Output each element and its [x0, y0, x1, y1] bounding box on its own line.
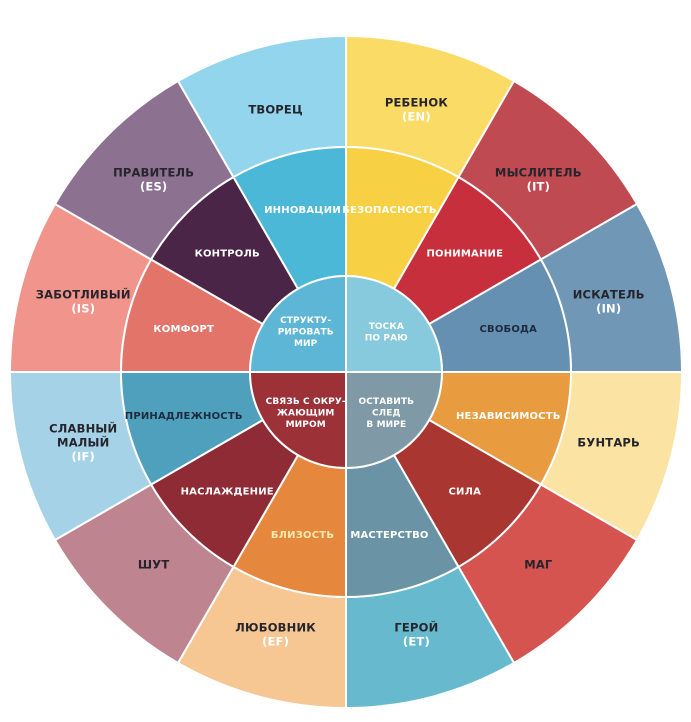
archetype-label-explorer: ИСКАТЕЛЬ(IN) — [573, 288, 645, 316]
archetype-label-lover: ЛЮБОВНИК(EF) — [235, 621, 316, 649]
archetype-label-hero: ГЕРОЙ(ET) — [394, 620, 438, 649]
value-label-rebel: НЕЗАВИСИМОСТЬ — [456, 411, 561, 422]
archetype-label-caregiver: ЗАБОТЛИВЫЙ(IS) — [36, 287, 131, 316]
archetype-label-child: РЕБЕНОК(EN) — [385, 95, 449, 123]
value-label-hero: МАСТЕРСТВО — [350, 530, 428, 541]
value-label-lover: БЛИЗОСТЬ — [271, 530, 334, 541]
archetype-label-jester: ШУТ — [138, 557, 170, 571]
archetype-label-magician: МАГ — [524, 557, 553, 571]
center-quadrant-paradise-longing — [345, 275, 443, 373]
value-label-everyman: ПРИНАДЛЕЖНОСТЬ — [125, 411, 243, 422]
wheel-labels: РЕБЕНОК(EN) БЕЗОПАСНОСТЬ МЫСЛИТЕЛЬ(IT) ПОНИ… — [36, 95, 645, 648]
archetype-label-ruler: ПРАВИТЕЛЬ(ES) — [113, 166, 194, 194]
archetype-label-thinker: МЫСЛИТЕЛЬ(IT) — [495, 166, 582, 194]
center-quadrant-connection-with-world — [249, 371, 347, 469]
center-quadrant-leave-a-mark — [345, 371, 443, 469]
wheel-center — [249, 275, 443, 469]
value-label-creator: ИННОВАЦИИ — [264, 205, 341, 216]
archetype-label-creator: ТВОРЕЦ — [248, 102, 303, 116]
value-label-jester: НАСЛАЖДЕНИЕ — [181, 486, 274, 497]
value-label-ruler: КОНТРОЛЬ — [195, 249, 260, 260]
value-label-thinker: ПОНИМАНИЕ — [426, 249, 503, 260]
value-label-explorer: СВОБОДА — [479, 324, 537, 335]
value-label-caregiver: КОМФОРТ — [153, 324, 214, 335]
archetype-label-rebel: БУНТАРЬ — [577, 435, 640, 449]
value-label-child: БЕЗОПАСНОСТЬ — [342, 205, 437, 216]
value-label-magician: СИЛА — [449, 486, 482, 497]
center-quadrant-structure-the-world — [249, 275, 347, 373]
